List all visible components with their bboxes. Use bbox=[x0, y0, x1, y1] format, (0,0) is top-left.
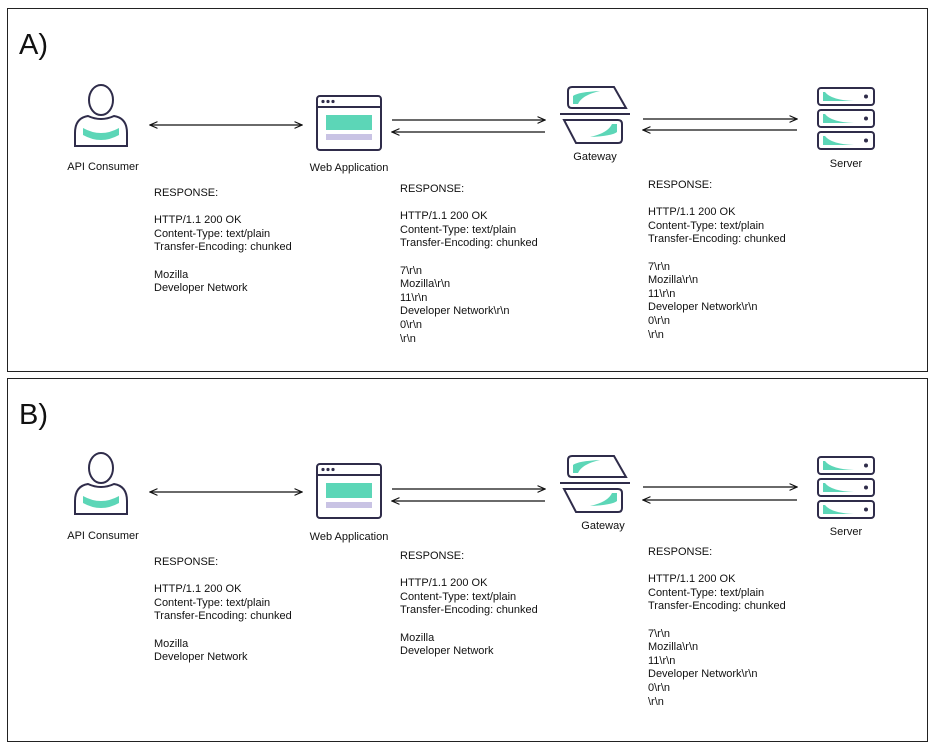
response-line: Developer Network\r\n bbox=[400, 305, 510, 318]
webapp-label: Web Application bbox=[309, 531, 389, 543]
response-line: Developer Network\r\n bbox=[648, 668, 758, 681]
person-icon bbox=[74, 84, 128, 147]
response-gateway: RESPONSE: HTTP/1.1 200 OK Content-Type: … bbox=[648, 179, 786, 342]
panel-label: B) bbox=[19, 399, 48, 431]
response-line: HTTP/1.1 200 OK bbox=[400, 210, 488, 223]
response-gap bbox=[648, 614, 786, 628]
response-line: HTTP/1.1 200 OK bbox=[648, 573, 736, 586]
response-line: Transfer-Encoding: chunked bbox=[648, 600, 786, 613]
webapp-label: Web Application bbox=[309, 162, 389, 174]
response-line: Mozilla bbox=[400, 631, 435, 644]
response-line: Developer Network\r\n bbox=[648, 301, 758, 314]
gateway-label: Gateway bbox=[573, 151, 617, 163]
response-line: Transfer-Encoding: chunked bbox=[400, 604, 538, 617]
response-line: \r\n bbox=[400, 332, 416, 345]
response-line: 0\r\n bbox=[648, 681, 671, 694]
response-line: Transfer-Encoding: chunked bbox=[154, 241, 292, 254]
response-line: Developer Network bbox=[154, 282, 248, 295]
response-line: HTTP/1.1 200 OK bbox=[154, 214, 242, 227]
panel-a: A) API Consumer Web Application bbox=[7, 8, 928, 372]
response-title: RESPONSE: bbox=[154, 556, 219, 568]
response-line: Content-Type: text/plain bbox=[648, 586, 765, 599]
response-line: Mozilla\r\n bbox=[648, 641, 699, 654]
response-line: Mozilla\r\n bbox=[648, 274, 699, 287]
gateway-icon bbox=[560, 86, 630, 144]
response-gap bbox=[648, 247, 786, 261]
response-title: RESPONSE: bbox=[154, 187, 219, 199]
person-icon bbox=[74, 452, 128, 515]
response-line: Transfer-Encoding: chunked bbox=[400, 237, 538, 250]
response-line: 11\r\n bbox=[400, 291, 428, 304]
response-gap bbox=[400, 618, 538, 632]
response-line: 11\r\n bbox=[648, 287, 676, 300]
response-line: 11\r\n bbox=[648, 654, 676, 667]
server-stack-icon bbox=[817, 87, 875, 150]
response-webapp: RESPONSE: HTTP/1.1 200 OK Content-Type: … bbox=[400, 550, 538, 659]
gateway-icon bbox=[560, 455, 630, 513]
response-line: Developer Network bbox=[400, 645, 494, 658]
response-line: HTTP/1.1 200 OK bbox=[648, 206, 736, 219]
response-line: Mozilla bbox=[154, 637, 189, 650]
response-line: Mozilla bbox=[154, 268, 189, 281]
response-line: Transfer-Encoding: chunked bbox=[648, 233, 786, 246]
response-line: Content-Type: text/plain bbox=[400, 223, 517, 236]
response-line: \r\n bbox=[648, 328, 664, 341]
response-line: \r\n bbox=[648, 695, 664, 708]
response-title: RESPONSE: bbox=[400, 550, 465, 562]
response-line: 0\r\n bbox=[648, 314, 671, 327]
flow-arrows bbox=[8, 379, 929, 743]
panel-label: A) bbox=[19, 29, 48, 61]
response-line: Content-Type: text/plain bbox=[154, 596, 271, 609]
response-consumer: RESPONSE: HTTP/1.1 200 OK Content-Type: … bbox=[154, 187, 292, 296]
gateway-label: Gateway bbox=[581, 520, 625, 532]
server-stack-icon bbox=[817, 456, 875, 519]
browser-window-icon bbox=[316, 463, 382, 519]
response-line: 0\r\n bbox=[400, 318, 423, 331]
response-gap bbox=[400, 251, 538, 265]
response-gap bbox=[154, 624, 292, 638]
response-line: Mozilla\r\n bbox=[400, 278, 451, 291]
response-line: 7\r\n bbox=[648, 627, 671, 640]
response-gap bbox=[154, 255, 292, 269]
response-line: HTTP/1.1 200 OK bbox=[154, 583, 242, 596]
response-line: Content-Type: text/plain bbox=[648, 219, 765, 232]
browser-window-icon bbox=[316, 95, 382, 151]
response-title: RESPONSE: bbox=[648, 179, 713, 191]
consumer-label: API Consumer bbox=[67, 161, 139, 173]
panel-b: B) API Consumer Web Application bbox=[7, 378, 928, 742]
response-line: Content-Type: text/plain bbox=[400, 590, 517, 603]
response-title: RESPONSE: bbox=[400, 183, 465, 195]
response-title: RESPONSE: bbox=[648, 546, 713, 558]
response-consumer: RESPONSE: HTTP/1.1 200 OK Content-Type: … bbox=[154, 556, 292, 665]
response-line: Developer Network bbox=[154, 651, 248, 664]
server-label: Server bbox=[829, 158, 863, 170]
response-line: Content-Type: text/plain bbox=[154, 227, 271, 240]
response-line: HTTP/1.1 200 OK bbox=[400, 577, 488, 590]
response-line: 7\r\n bbox=[400, 264, 423, 277]
response-webapp: RESPONSE: HTTP/1.1 200 OK Content-Type: … bbox=[400, 183, 538, 346]
flow-arrows bbox=[8, 9, 929, 373]
response-line: 7\r\n bbox=[648, 260, 671, 273]
response-line: Transfer-Encoding: chunked bbox=[154, 610, 292, 623]
server-label: Server bbox=[829, 526, 863, 538]
response-gateway: RESPONSE: HTTP/1.1 200 OK Content-Type: … bbox=[648, 546, 786, 709]
consumer-label: API Consumer bbox=[67, 530, 139, 542]
